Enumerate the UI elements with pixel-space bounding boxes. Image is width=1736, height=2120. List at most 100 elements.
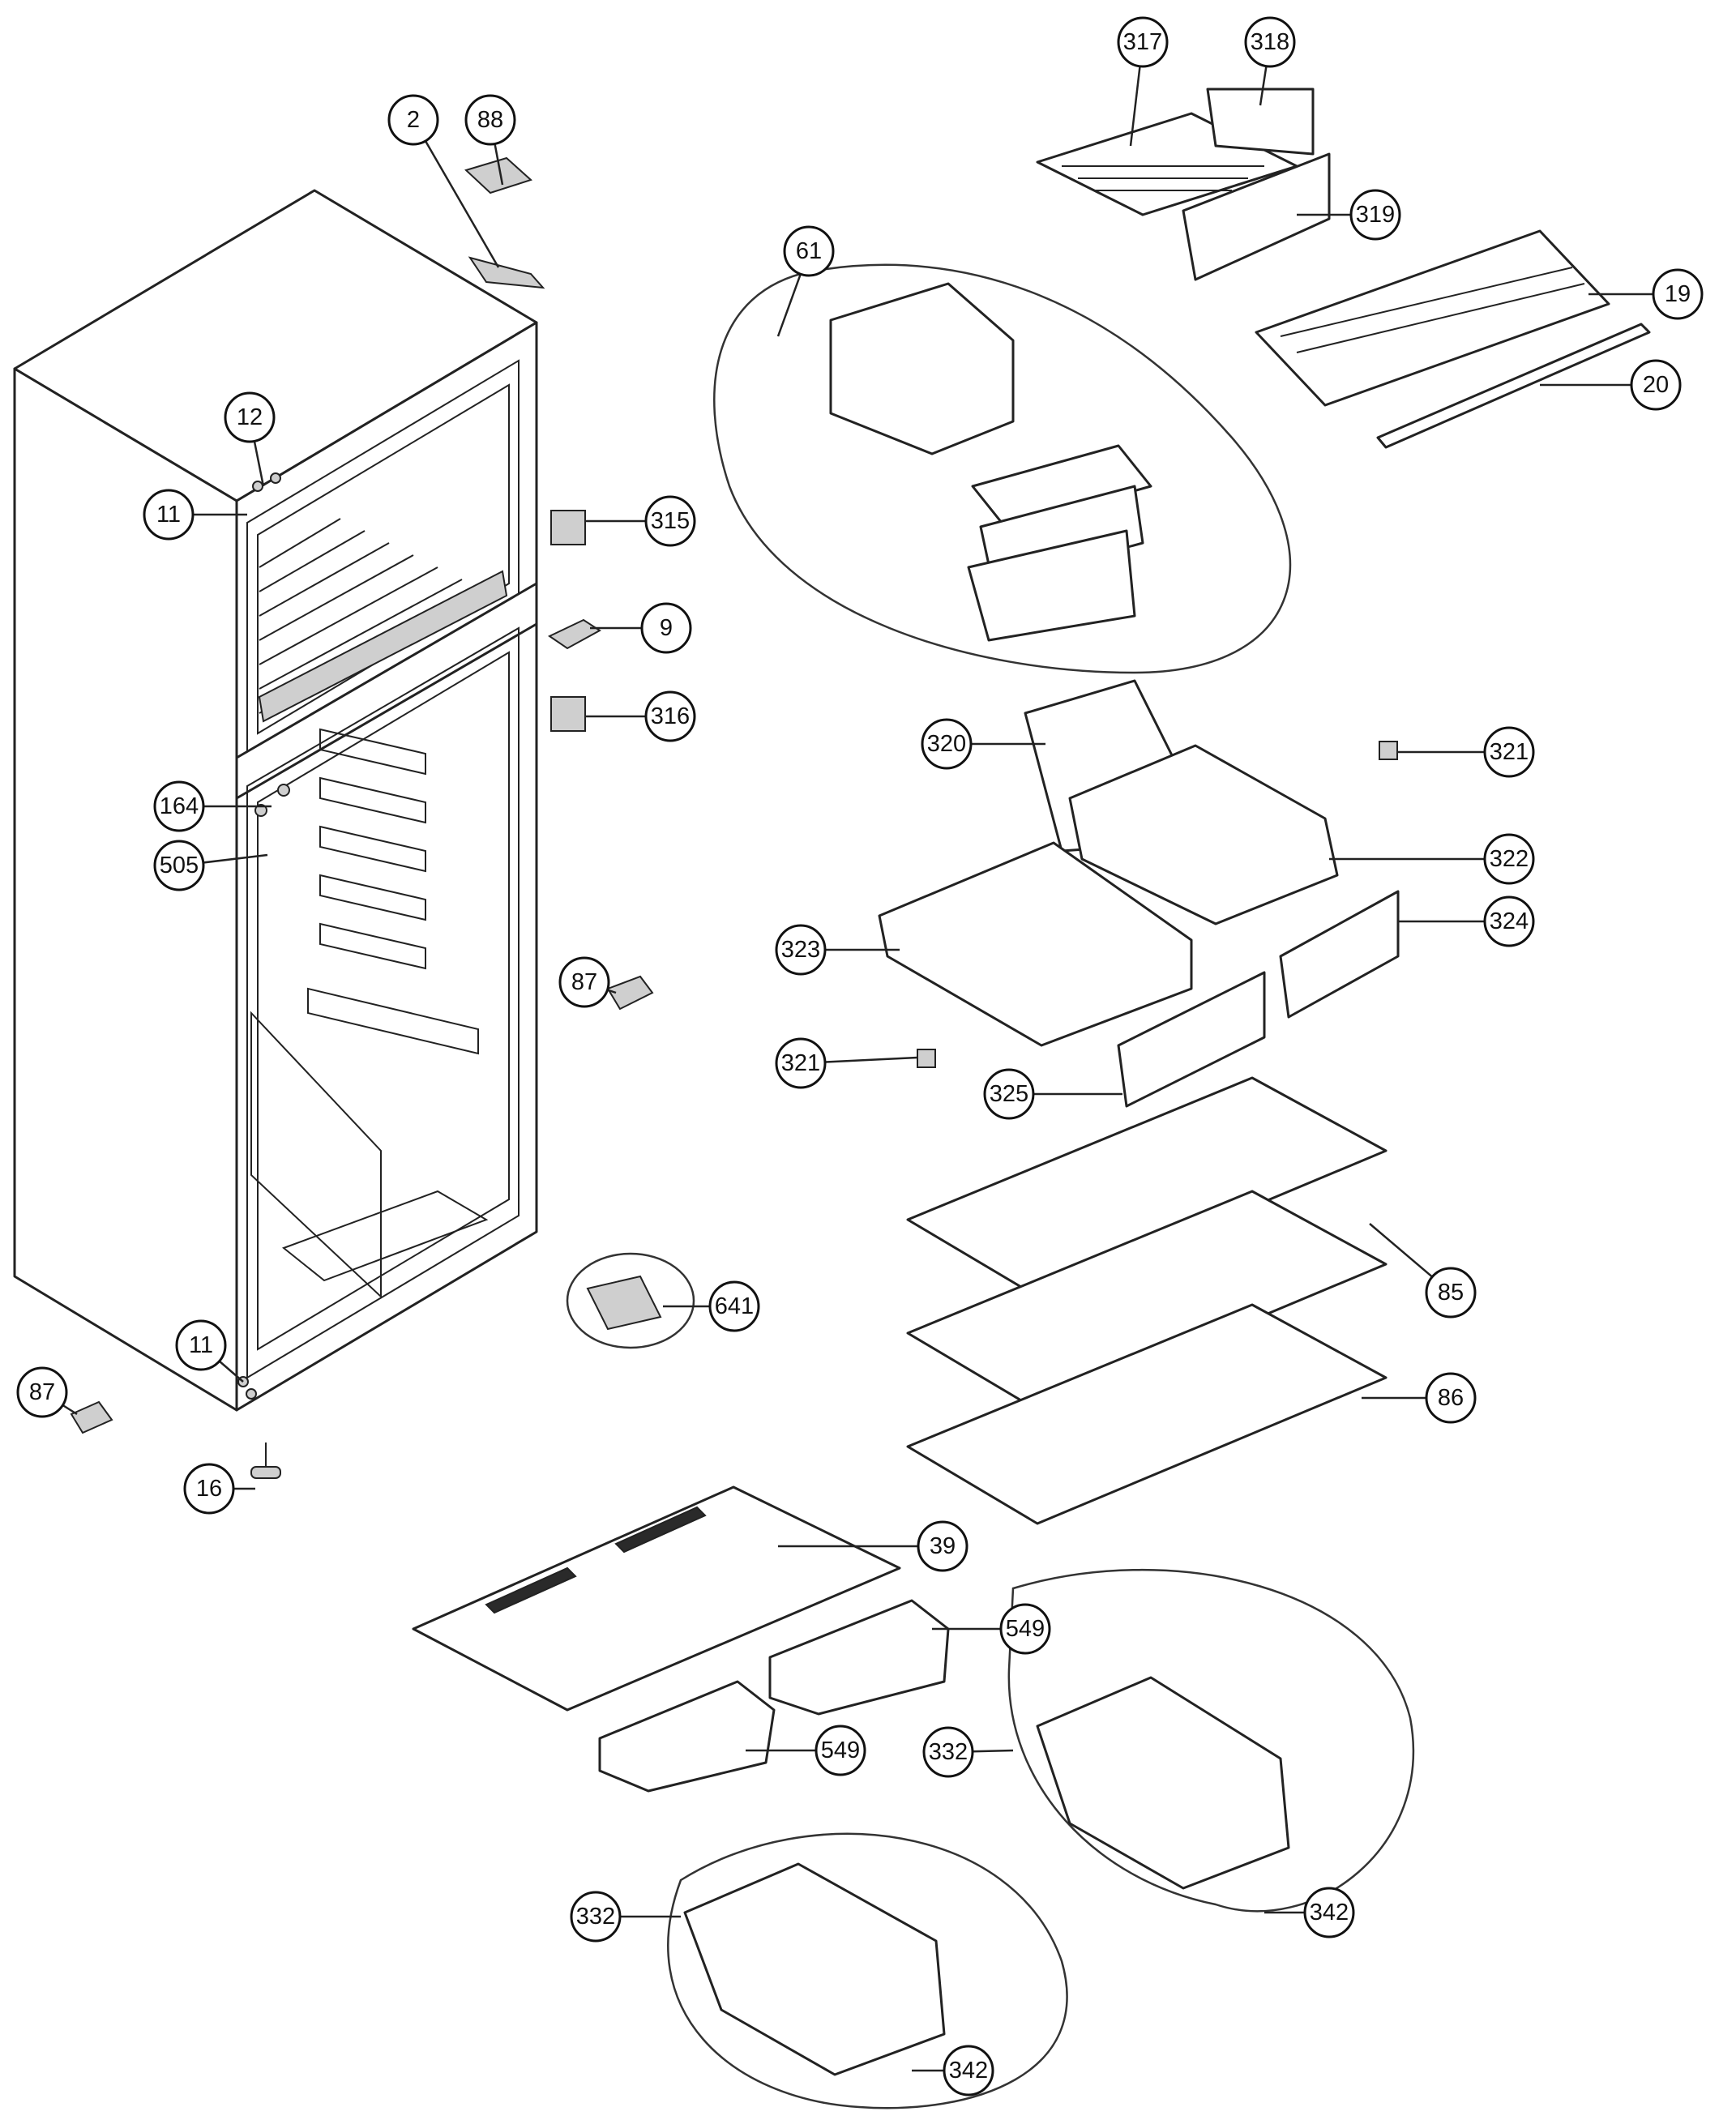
shelf-19 [1255,229,1610,407]
callout-85: 85 [1425,1267,1477,1319]
callout-circle [1630,359,1682,411]
bracket-87-upper [606,975,654,1011]
callout-12: 12 [224,391,276,443]
callout-circle [922,1726,974,1778]
callout-11: 11 [175,1319,227,1371]
callout-label: 87 [571,969,597,995]
callout-2: 2 [387,94,439,146]
callout-label: 86 [1438,1385,1464,1411]
humidity-box-lower [598,1680,776,1793]
tray-322 [1068,744,1339,925]
callout-circle [1303,1887,1355,1938]
ice-maker-group [713,263,1292,674]
callout-circle [1483,833,1535,885]
callout-39: 39 [917,1520,968,1572]
callout-label: 12 [237,404,263,430]
tray-323 [878,841,1193,1047]
callout-325: 325 [983,1068,1035,1120]
callout-circle [143,489,195,541]
callout-label: 39 [930,1533,956,1559]
callout-label: 641 [715,1293,754,1319]
callout-label: 11 [156,502,181,528]
callout-332: 332 [570,1891,622,1943]
callout-circle [708,1280,760,1332]
callout-label: 323 [781,937,820,963]
callout-319: 319 [1349,189,1401,241]
callout-label: 85 [1438,1280,1464,1306]
callout-label: 87 [29,1379,55,1405]
bracket-9 [547,618,601,650]
callout-circle [775,924,827,976]
callout-label: 332 [576,1904,615,1930]
callout-circle [175,1319,227,1371]
callout-circle [558,956,610,1008]
callout-label: 320 [927,731,966,757]
callout-549: 549 [999,1603,1051,1655]
callout-164: 164 [153,780,205,832]
callout-321: 321 [1483,726,1535,778]
callout-circle [783,225,835,277]
callout-circle [1244,16,1296,68]
callout-label: 325 [990,1081,1028,1107]
callout-label: 324 [1490,908,1529,934]
callout-label: 549 [821,1737,860,1763]
humidity-box-upper [768,1599,950,1716]
callout-label: 342 [949,2058,988,2084]
callout-342: 342 [943,2045,994,2096]
callout-label: 332 [929,1739,968,1765]
callout-circle [943,2045,994,2096]
callout-circle [153,840,205,891]
callout-circle [1483,895,1535,947]
callout-320: 320 [921,718,973,770]
hinge-cap [464,156,532,194]
callout-label: 316 [651,703,690,729]
glass-shelf-86 [906,1303,1388,1525]
callout-11: 11 [143,489,195,541]
callout-circle [983,1068,1035,1120]
callout-circle [153,780,205,832]
callout-87: 87 [16,1366,68,1418]
callout-label: 319 [1356,202,1395,228]
trim-20 [1376,323,1651,449]
callout-61: 61 [783,225,835,277]
crisper-drawer-group-left [667,1832,1068,2109]
callout-label: 88 [477,107,503,133]
leader-line [412,119,500,268]
callout-324: 324 [1483,895,1535,947]
callout-circle [464,94,516,146]
callout-label: 61 [796,238,822,264]
callout-9: 9 [640,602,692,654]
callout-circle [224,391,276,443]
leveling-foot [250,1466,281,1479]
callout-circle [1117,16,1169,68]
callout-label: 315 [651,508,690,534]
callout-549: 549 [815,1725,866,1776]
callout-label: 342 [1310,1900,1349,1926]
panel-319 [1182,152,1331,281]
callout-88: 88 [464,94,516,146]
callout-circle [921,718,973,770]
callout-label: 2 [407,107,420,133]
loose-parts [70,510,1398,1479]
callout-circle [999,1603,1051,1655]
callout-16: 16 [183,1463,235,1515]
panel-324 [1279,890,1400,1019]
callout-circle [775,1037,827,1089]
callout-circle [387,94,439,146]
callout-315: 315 [644,495,696,547]
callout-label: 321 [1490,739,1529,765]
callout-circle [640,602,692,654]
callout-label: 9 [660,615,673,641]
callout-318: 318 [1244,16,1296,68]
callout-circle [1425,1267,1477,1319]
callout-87: 87 [558,956,610,1008]
callout-circle [1483,726,1535,778]
callout-label: 19 [1665,281,1691,307]
callout-circle [1425,1372,1477,1424]
callout-342: 342 [1303,1887,1355,1938]
callout-641: 641 [708,1280,760,1332]
panel-325 [1117,971,1266,1108]
callout-20: 20 [1630,359,1682,411]
